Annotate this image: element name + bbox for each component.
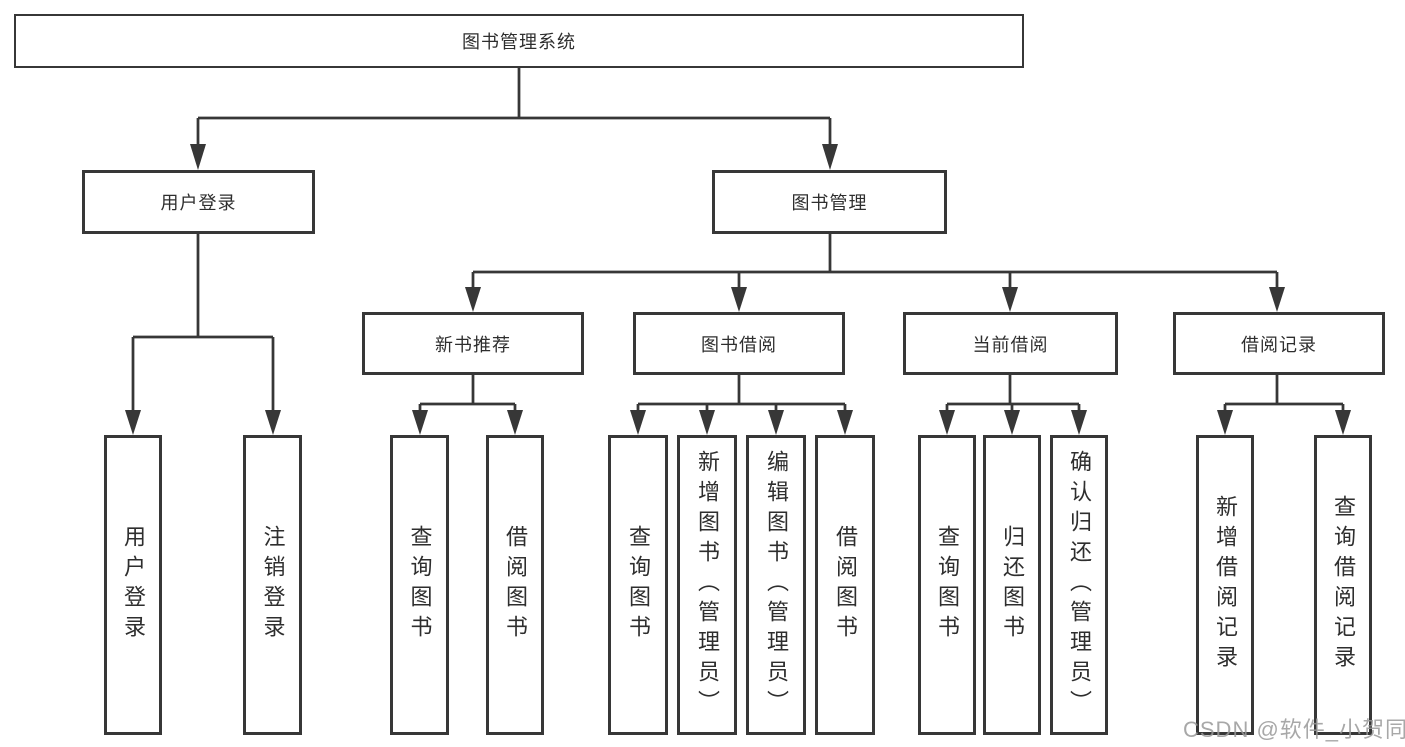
leaf-borrow-books-recommend: 借阅图书 <box>486 435 544 735</box>
leaf-query-books-recommend: 查询图书 <box>390 435 449 735</box>
leaf-query-books-current: 查询图书 <box>918 435 976 735</box>
leaf-label: 新增图书（管理员） <box>695 450 720 720</box>
node-library-system: 图书管理系统 <box>14 14 1024 68</box>
leaf-label: 查询图书 <box>935 525 960 645</box>
leaf-logout: 注销登录 <box>243 435 302 735</box>
leaf-query-borrow-record: 查询借阅记录 <box>1314 435 1372 735</box>
csdn-watermark: CSDN @软件_小贺同学 <box>1183 717 1405 742</box>
leaf-label: 新增借阅记录 <box>1213 495 1238 675</box>
leaf-logout-label: 注销登录 <box>260 525 286 645</box>
node-book-borrow: 图书借阅 <box>633 312 845 375</box>
leaf-confirm-return-admin: 确认归还（管理员） <box>1050 435 1108 735</box>
node-book-management: 图书管理 <box>712 170 947 234</box>
leaf-borrow-books: 借阅图书 <box>815 435 875 735</box>
leaf-add-book-admin: 新增图书（管理员） <box>677 435 737 735</box>
node-user-login: 用户登录 <box>82 170 315 234</box>
node-new-book-recommend: 新书推荐 <box>362 312 584 375</box>
leaf-user-login: 用户登录 <box>104 435 162 735</box>
node-current-borrow: 当前借阅 <box>903 312 1118 375</box>
leaf-edit-book-admin: 编辑图书（管理员） <box>746 435 806 735</box>
leaf-user-login-label: 用户登录 <box>121 525 146 645</box>
leaf-label: 借阅图书 <box>833 525 858 645</box>
leaf-label: 查询图书 <box>407 525 433 645</box>
node-borrow-records: 借阅记录 <box>1173 312 1385 375</box>
leaf-label: 确认归还（管理员） <box>1067 450 1092 720</box>
leaf-label: 查询图书 <box>626 525 651 645</box>
leaf-add-borrow-record: 新增借阅记录 <box>1196 435 1254 735</box>
leaf-return-book: 归还图书 <box>983 435 1041 735</box>
leaf-label: 归还图书 <box>1000 525 1025 645</box>
leaf-label: 查询借阅记录 <box>1331 495 1356 675</box>
leaf-label: 编辑图书（管理员） <box>764 450 789 720</box>
leaf-query-books-borrow: 查询图书 <box>608 435 668 735</box>
leaf-label: 借阅图书 <box>503 525 528 645</box>
